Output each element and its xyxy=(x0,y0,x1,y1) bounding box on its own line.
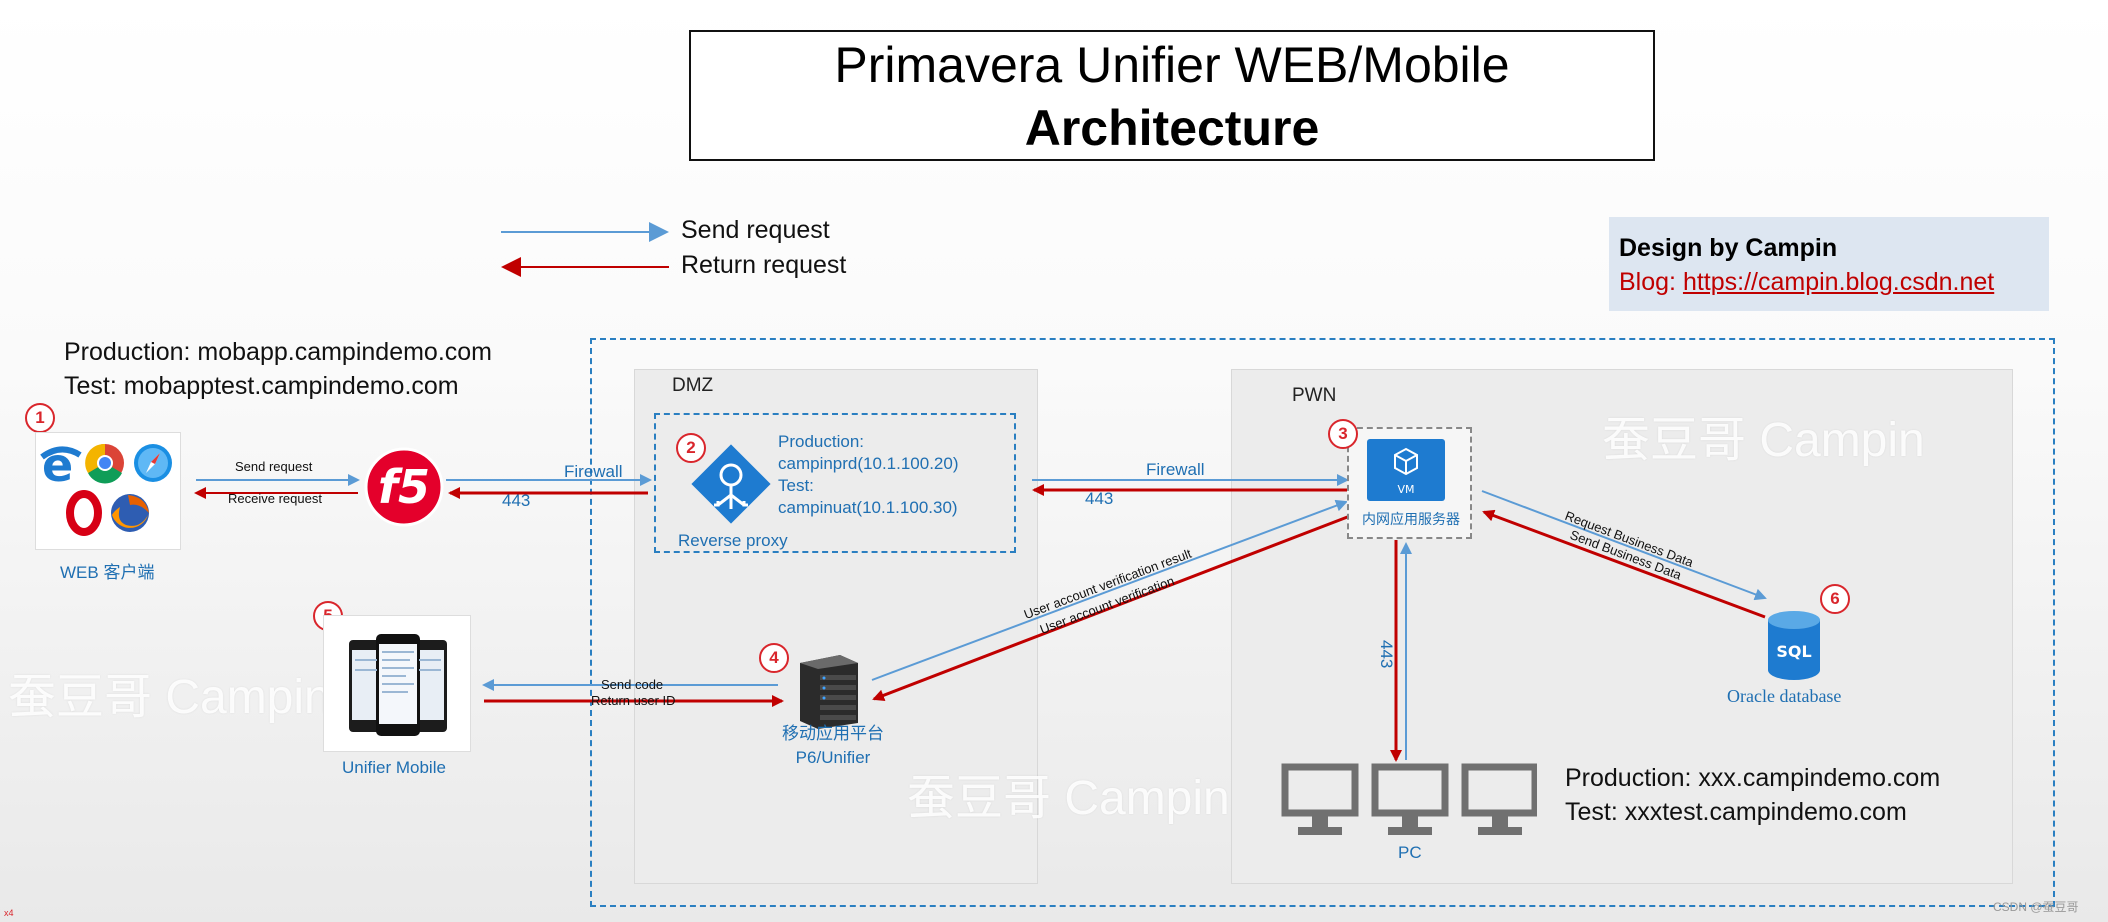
label-port-1: 443 xyxy=(502,491,531,510)
unifier-mobile-label: Unifier Mobile xyxy=(342,758,446,777)
mobile-platform-label1: 移动应用平台 xyxy=(782,724,884,743)
arrow-vm-db xyxy=(1481,490,1767,601)
title-line2: Architecture xyxy=(1024,100,1320,156)
badge-6: 6 xyxy=(1820,584,1850,614)
chrome-icon xyxy=(85,443,124,484)
label-firewall-2: Firewall xyxy=(1146,460,1205,479)
label-pc-port: 443 xyxy=(1377,640,1396,669)
legend-send-label: Send request xyxy=(681,216,830,244)
title-box: Primavera Unifier WEB/Mobile Architectur… xyxy=(689,30,1655,161)
credit-title: Design by Campin xyxy=(1619,234,1838,262)
edge-icon: e xyxy=(40,438,82,492)
credit-blog: Blog: https://campin.blog.csdn.net xyxy=(1619,265,2049,299)
vm-icon: VM xyxy=(1367,439,1445,501)
hosts-top: Production: mobapp.campindemo.com Test: … xyxy=(64,335,492,403)
legend-arrows xyxy=(501,222,669,277)
hosts-bottom-test: Test: xxxtest.campindemo.com xyxy=(1565,798,1907,826)
proxy-line3: Test: xyxy=(778,476,814,495)
title-line1: Primavera Unifier WEB/Mobile xyxy=(834,37,1510,93)
opera-icon xyxy=(66,490,102,536)
hosts-top-production: Production: mobapp.campindemo.com xyxy=(64,338,493,366)
label-firewall-1: Firewall xyxy=(564,462,623,481)
label-port-2: 443 xyxy=(1085,489,1114,508)
csdn-footer: CSDN @蚕豆哥 xyxy=(1993,900,2079,914)
label-send-code: Send code xyxy=(601,677,664,692)
pwn-label: PWN xyxy=(1292,385,1337,406)
safari-icon xyxy=(134,444,172,482)
pc-label: PC xyxy=(1398,843,1422,862)
proxy-line2: campinprd(10.1.100.20) xyxy=(778,454,959,473)
svg-text:f5: f5 xyxy=(378,460,430,514)
mobile-devices-icon xyxy=(349,634,447,736)
router-icon xyxy=(691,444,771,524)
label-return-user-id: Return user ID xyxy=(591,693,676,708)
arrow-db-vm xyxy=(1482,509,1766,619)
badge-3: 3 xyxy=(1328,419,1358,449)
sql-chip: SQL xyxy=(1776,642,1811,661)
f5-icon: f5 xyxy=(364,447,444,527)
hosts-bottom-production: Production: xxx.campindemo.com xyxy=(1565,764,1941,792)
badge-4: 4 xyxy=(759,643,789,673)
network-boundary xyxy=(590,338,2055,907)
arrow-vm-platform xyxy=(872,514,1351,702)
server-icon xyxy=(800,655,858,729)
credit-blog-link[interactable]: https://campin.blog.csdn.net xyxy=(1682,268,1995,296)
credit-box: Design by Campin Blog: https://campin.bl… xyxy=(1609,217,2049,311)
proxy-line1: Production: xyxy=(778,432,864,451)
proxy-label: Reverse proxy xyxy=(678,531,788,550)
watermark-left: 蚕豆哥 Campin xyxy=(8,671,331,724)
mobile-platform-labels: 移动应用平台 P6/Unifier xyxy=(775,722,891,770)
web-client-label: WEB 客户端 xyxy=(60,563,155,582)
sql-database-icon: SQL xyxy=(1768,611,1820,680)
corner-mark: x4 xyxy=(4,908,14,918)
hosts-bottom: Production: xxx.campindemo.com Test: xxx… xyxy=(1565,761,1940,829)
svg-text:e: e xyxy=(42,438,73,492)
badge-1: 1 xyxy=(25,403,55,433)
vm-chip: VM xyxy=(1397,483,1414,496)
firefox-icon xyxy=(111,494,149,532)
label-send-request: Send request xyxy=(235,459,313,474)
vm-label: 内网应用服务器 xyxy=(1362,511,1460,527)
browser-icons: e xyxy=(40,438,172,536)
label-receive-request: Receive request xyxy=(228,491,322,506)
web-client-box[interactable]: e xyxy=(35,432,181,550)
proxy-line4: campinuat(10.1.100.30) xyxy=(778,498,958,517)
dmz-label: DMZ xyxy=(672,375,714,396)
credit-blog-prefix: Blog: xyxy=(1619,268,1683,296)
pc-monitors-icon xyxy=(1281,763,1537,835)
hosts-top-test: Test: mobapptest.campindemo.com xyxy=(64,372,459,400)
proxy-details: Production: campinprd(10.1.100.20) Test:… xyxy=(778,431,959,519)
arrow-platform-vm xyxy=(871,499,1348,681)
database-label: Oracle database xyxy=(1727,686,1842,706)
reverse-proxy-box[interactable] xyxy=(654,413,1016,553)
badge-2: 2 xyxy=(676,433,706,463)
mobile-platform-label2: P6/Unifier xyxy=(795,748,871,767)
watermark-center: 蚕豆哥 Campin xyxy=(907,772,1230,825)
watermark-right: 蚕豆哥 Campin xyxy=(1602,414,1925,467)
unifier-mobile-box[interactable] xyxy=(323,615,471,752)
legend-return-label: Return request xyxy=(681,251,847,279)
